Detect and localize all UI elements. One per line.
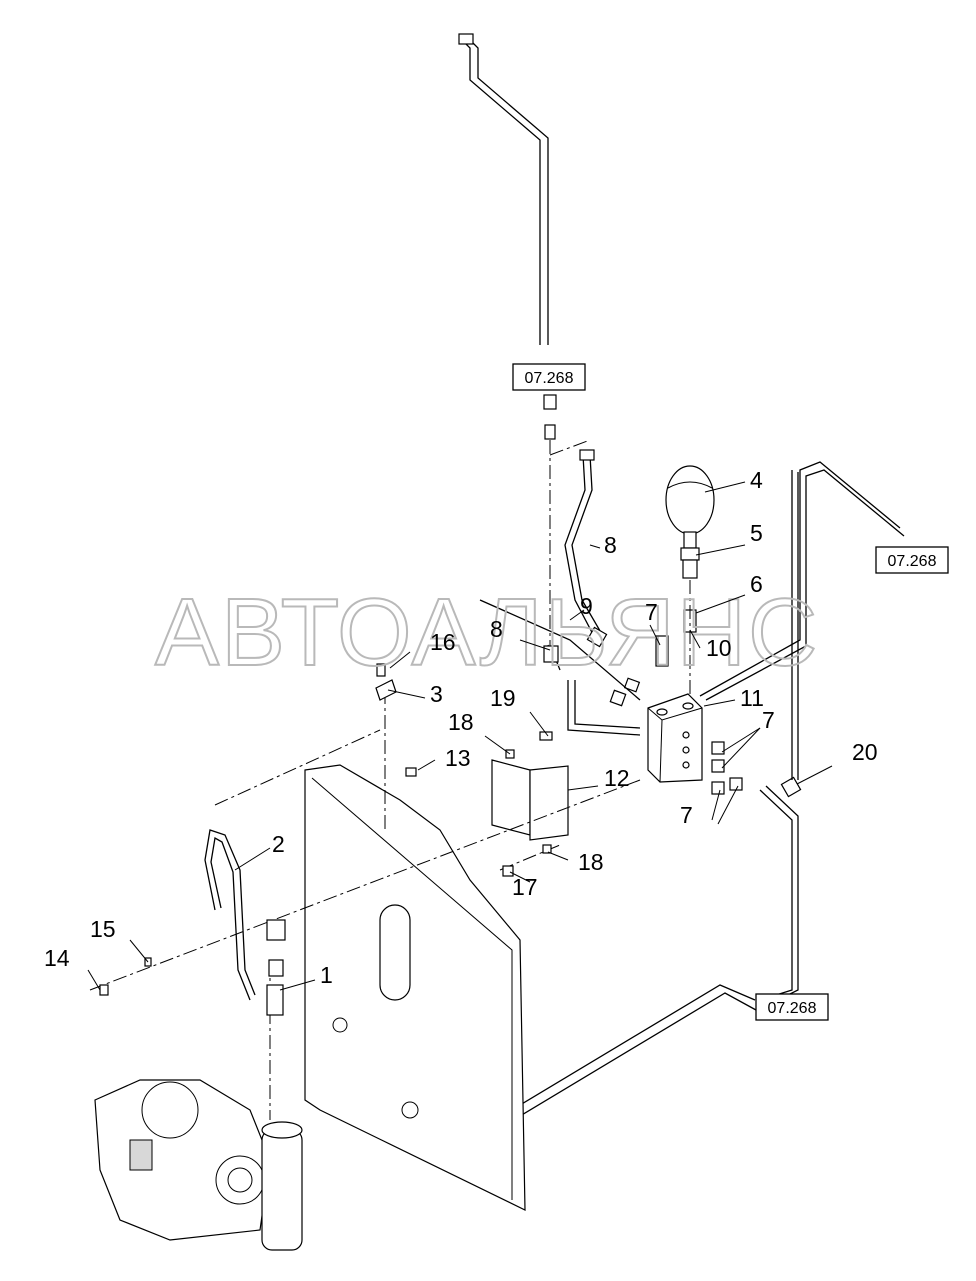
- callout-3: 3: [430, 681, 443, 707]
- callout-6: 6: [750, 571, 763, 597]
- filter: [261, 1121, 303, 1251]
- callout-20: 20: [852, 739, 878, 765]
- centerline-a: [214, 729, 381, 806]
- block-feed-pipe: [567, 680, 641, 736]
- callout-9: 9: [580, 593, 593, 619]
- callout-15: 15: [90, 916, 116, 942]
- centerline-top-b: [549, 439, 591, 456]
- feed-pipe-9: [479, 599, 641, 701]
- reference-box-top: 07.268: [512, 363, 586, 391]
- callout-7-top: 7: [645, 599, 658, 625]
- watermark-text: АВТОАЛЬЯНС: [155, 579, 819, 686]
- reference-box-bottom: 07.268: [755, 993, 829, 1021]
- callout-19: 19: [490, 685, 516, 711]
- pipe-8: [543, 449, 608, 671]
- reference-box-right: 07.268: [875, 546, 949, 574]
- callout-2: 2: [272, 831, 285, 857]
- callout-8-top: 8: [604, 532, 617, 558]
- centerline-b: [89, 779, 641, 991]
- callout-18-bottom: 18: [578, 849, 604, 875]
- right-pipes: [699, 461, 905, 1009]
- callout-13: 13: [445, 745, 471, 771]
- fitting-1: [266, 919, 286, 1016]
- mounting-plate: [304, 764, 526, 1211]
- callout-16: 16: [430, 629, 456, 655]
- callout-10: 10: [706, 635, 732, 661]
- callout-17: 17: [512, 874, 538, 900]
- block-feed-pipe-b: [574, 680, 641, 729]
- accumulator-assembly: [655, 465, 715, 700]
- callout-11: 11: [740, 685, 764, 711]
- callout-4: 4: [750, 467, 763, 493]
- callout-18-top: 18: [448, 709, 474, 735]
- upper-return-pipe: [458, 33, 557, 440]
- callout-7-right: 7: [762, 707, 775, 733]
- reference-label: 07.268: [888, 553, 937, 570]
- valve-block-11: [647, 693, 703, 783]
- callout-12: 12: [604, 765, 630, 791]
- reference-label: 07.268: [525, 370, 574, 387]
- leader-lines: [87, 481, 833, 991]
- fittings: [609, 677, 802, 798]
- callout-7-bottom: 7: [680, 802, 693, 828]
- callout-5: 5: [750, 520, 763, 546]
- reference-label: 07.268: [768, 1000, 817, 1017]
- callout-8-left: 8: [490, 616, 503, 642]
- callout-14: 14: [44, 945, 70, 971]
- callout-1: 1: [320, 962, 333, 988]
- hydraulic-pump: [94, 1079, 271, 1241]
- pipe-2: [204, 829, 256, 1001]
- bracket-12: [491, 759, 569, 841]
